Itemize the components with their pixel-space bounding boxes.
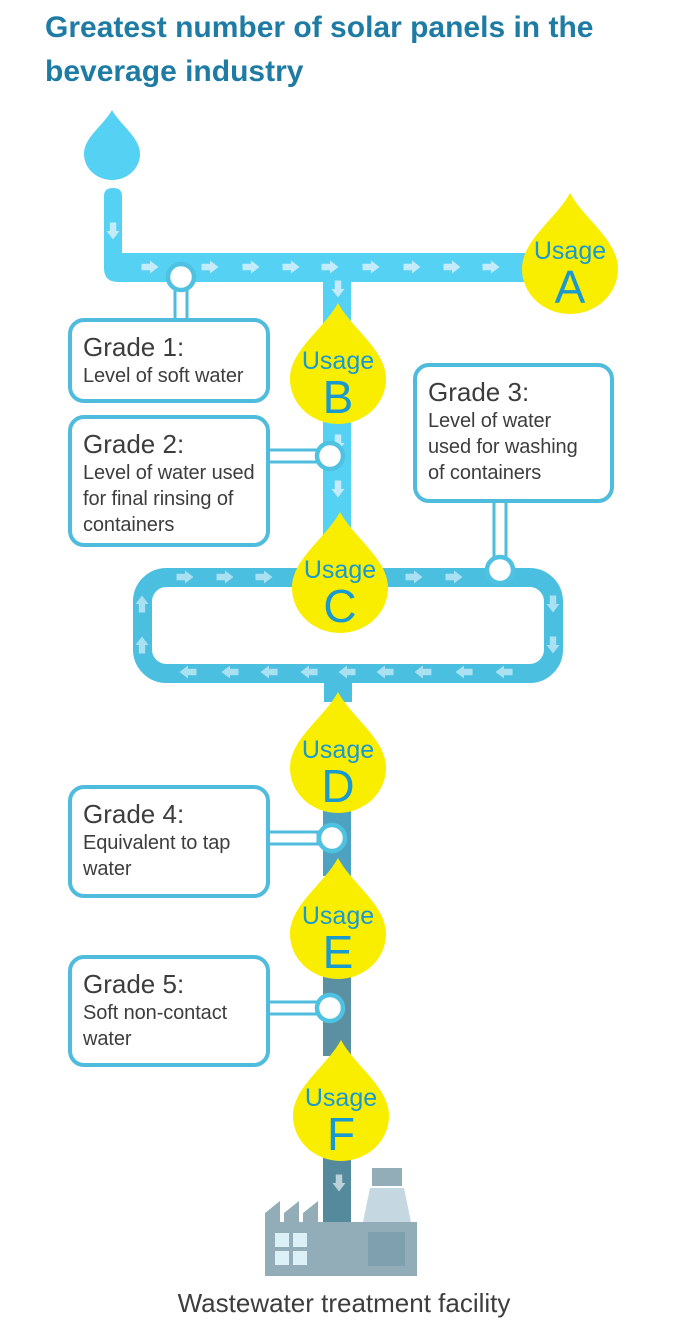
usage-drop-icon	[290, 193, 618, 1161]
callout-grade-4: Grade 4: Equivalent to tap water	[68, 785, 270, 898]
usage-drop-e	[290, 858, 386, 979]
factory-icon	[265, 1168, 417, 1276]
usage-drop-b	[290, 303, 386, 424]
grade-desc: Soft non-contact water	[83, 1002, 228, 1050]
page-title: Greatest number of solar panels in the b…	[45, 11, 594, 88]
usage-drop-d	[290, 692, 386, 813]
grade-title: Grade 1:	[83, 332, 185, 362]
connector-dot-icon	[314, 440, 346, 472]
grade-title: Grade 4:	[83, 799, 185, 829]
usage-drop-a	[522, 193, 618, 314]
connector-dot-icon	[484, 554, 516, 586]
callout-grade-2: Grade 2: Level of water used for final r…	[68, 415, 270, 547]
grade-title: Grade 5:	[83, 969, 185, 999]
connector-dot-icon	[314, 992, 346, 1024]
callout-grade-3: Grade 3: Level of water used for washing…	[413, 363, 614, 503]
callout-grade-5: Grade 5: Soft non-contact water	[68, 955, 270, 1067]
grade-desc: Level of soft water	[83, 365, 244, 387]
grade-title: Grade 2:	[83, 429, 185, 459]
callout-grade-1: Grade 1: Level of soft water	[68, 318, 270, 403]
grade-title: Grade 3:	[428, 377, 530, 407]
connector-dot-icon	[165, 261, 197, 293]
callout-connectors	[165, 261, 516, 1024]
grade-desc: Level of water used for washing of conta…	[428, 410, 578, 484]
grade3-stem	[492, 498, 508, 560]
grade-desc: Level of water used for final rinsing of…	[83, 462, 255, 536]
grade4-stem	[264, 830, 320, 846]
connector-dot-icon	[316, 822, 348, 854]
usage-drop-c	[292, 512, 388, 633]
factory-caption: Wastewater treatment facility	[177, 1288, 511, 1318]
water-drop-icon	[83, 110, 141, 181]
usage-drop-f	[293, 1040, 389, 1161]
grade-desc: Equivalent to tap water	[83, 832, 231, 880]
grade2-stem	[264, 448, 320, 464]
grade5-stem	[264, 1000, 320, 1016]
